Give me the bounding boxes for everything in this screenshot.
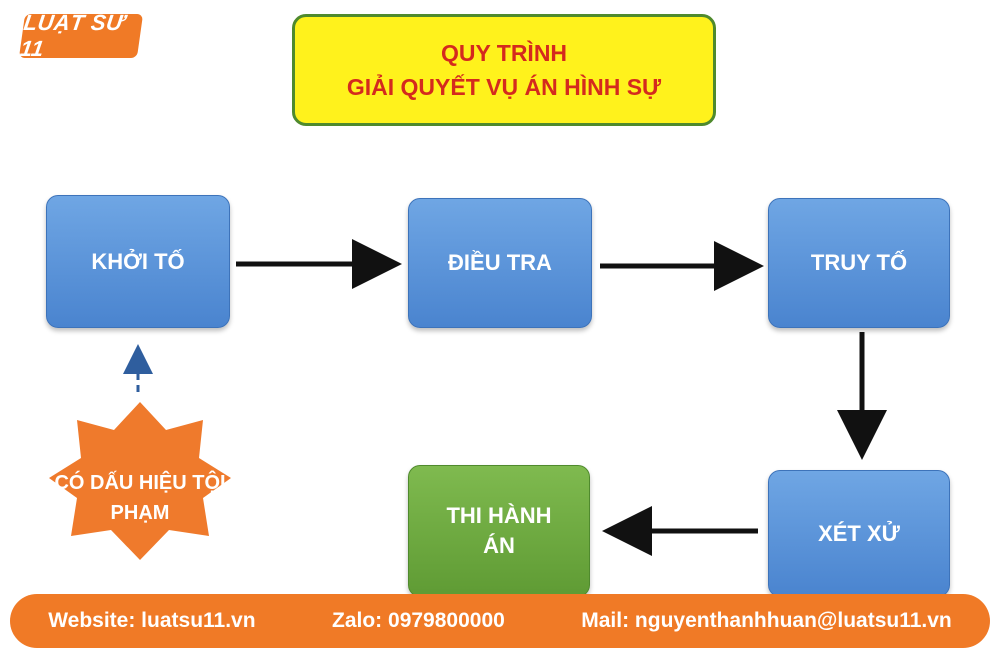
footer-mail[interactable]: Mail: nguyenthanhhuan@luatsu11.vn [581,609,952,632]
step-dieu-tra-label: ĐIỀU TRA [448,250,552,275]
step-xet-xu: XÉT XỬ [768,470,950,597]
step-khoi-to-label: KHỞI TỐ [91,248,185,274]
step-dieu-tra: ĐIỀU TRA [408,198,592,328]
trigger-star-shape [49,402,231,560]
step-thi-hanh-an: THI HÀNH ÁN [408,465,590,597]
footer-zalo[interactable]: Zalo: 0979800000 [332,609,505,632]
title-line-1: QUY TRÌNH [440,40,568,66]
footer-website[interactable]: Website: luatsu11.vn [48,609,256,632]
diagram-title: QUY TRÌNH GIẢI QUYẾT VỤ ÁN HÌNH SỰ [292,14,716,126]
contact-footer: Website: luatsu11.vn Zalo: 0979800000 Ma… [10,594,990,648]
step-xet-xu-label: XÉT XỬ [818,520,900,546]
step-thi-hanh-an-label: THI HÀNH ÁN [446,503,552,558]
step-khoi-to: KHỞI TỐ [46,195,230,328]
step-truy-to-label: TRUY TỐ [810,250,908,275]
trigger-label: CÓ DẤU HIỆU TỘI PHẠM [54,472,226,524]
title-line-2: GIẢI QUYẾT VỤ ÁN HÌNH SỰ [346,74,662,100]
step-truy-to: TRUY TỐ [768,198,950,328]
